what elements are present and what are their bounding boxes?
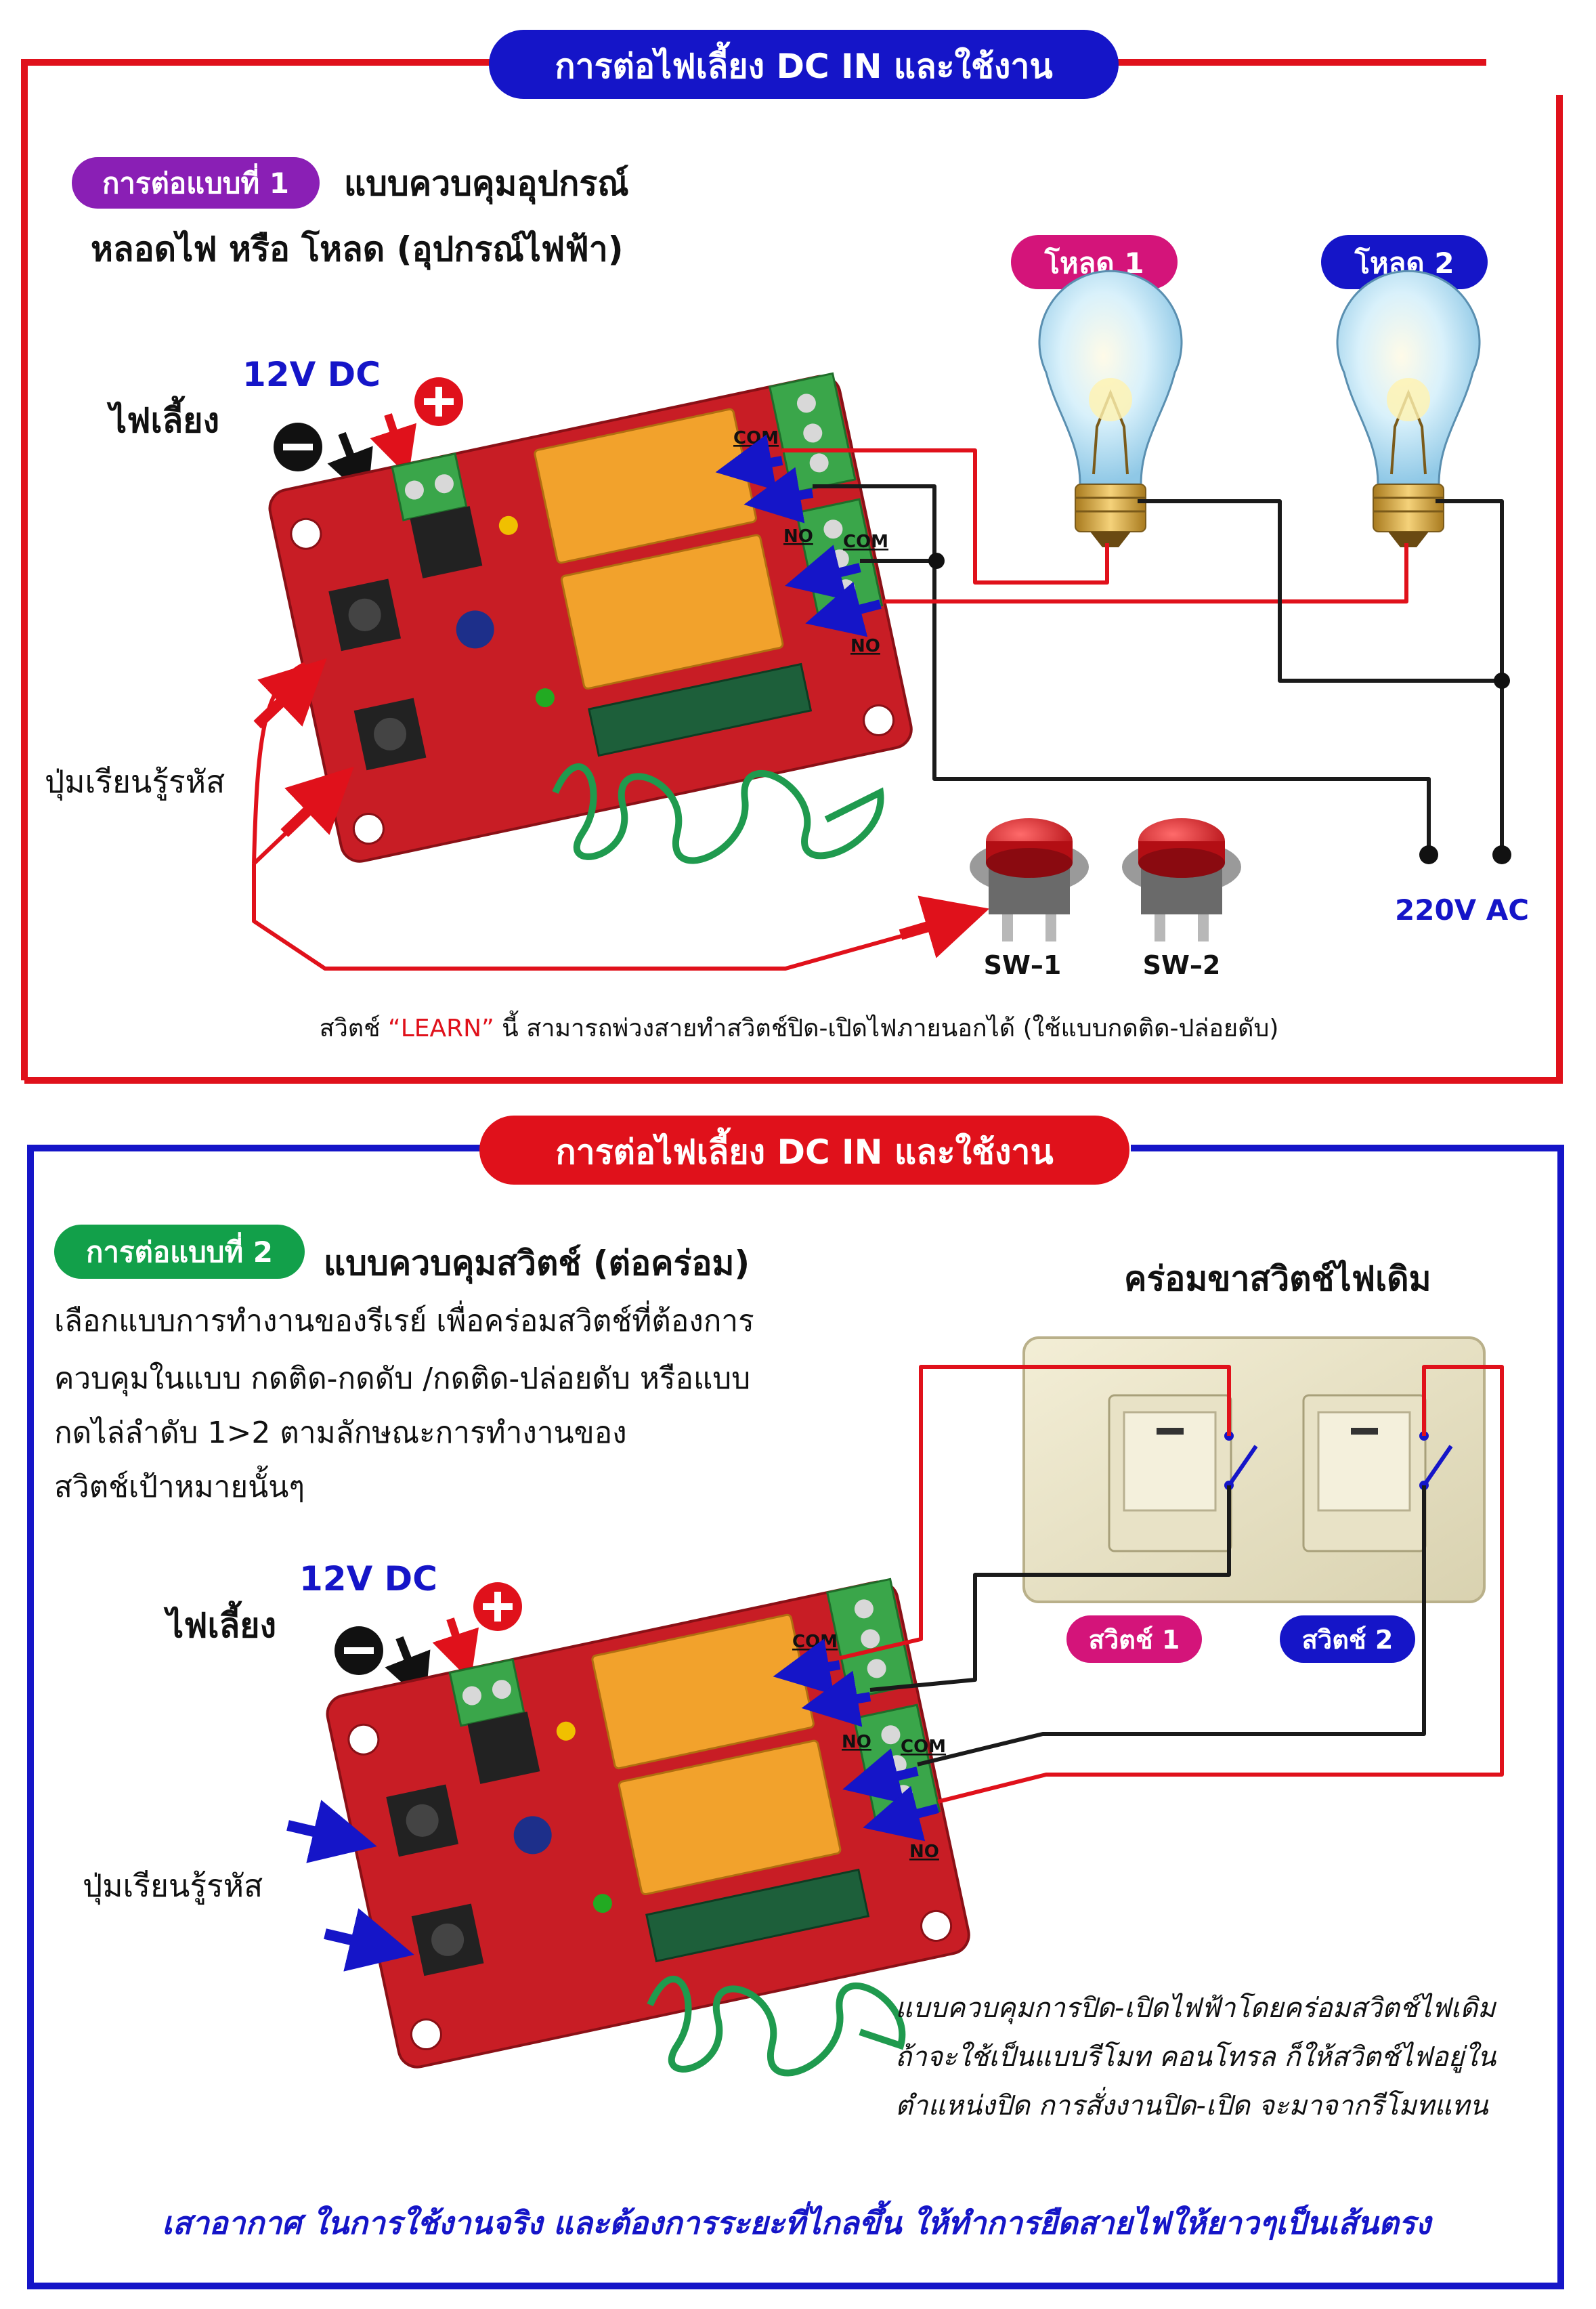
learn-arrow-icon <box>899 895 990 958</box>
minus-terminal-icon-2 <box>335 1626 383 1675</box>
learn-arrow-icon-2 <box>324 1908 414 1972</box>
supply-voltage-label: 12V DC <box>242 355 381 394</box>
method-1-title: แบบควบคุมอุปกรณ์ <box>344 164 629 205</box>
existing-switch-title: คร่อมขาสวิตช์ไฟเดิม <box>1124 1259 1431 1298</box>
relay-1-no-label: NO <box>783 526 813 547</box>
load-2-pill <box>1321 235 1488 289</box>
light-bulb-1-icon <box>1038 270 1183 547</box>
negative-arrow-icon <box>327 431 373 501</box>
bypass-note-line-1: แบบควบคุมการปิด-เปิดไฟฟ้าโดยคร่อมสวิตช์ไ… <box>895 1992 1497 2025</box>
power-supply-label-2: ไฟเลี้ยง <box>163 1601 276 1645</box>
bypass-note-line-3: ตำแหน่งปิด การสั่งงานปิด-เปิด จะมาจากรีโ… <box>895 2086 1489 2121</box>
relay-2-no-label: NO <box>850 636 880 656</box>
method-2-desc-line-2: ควบคุมในแบบ กดติด-กดดับ /กดติด-ปล่อยดับ … <box>54 1361 750 1397</box>
learn-arrow-icon-2 <box>286 1800 377 1863</box>
terminal-arrow-icon <box>743 467 814 524</box>
power-supply-label: ไฟเลี้ยง <box>106 396 219 440</box>
plus-terminal-icon <box>414 377 463 426</box>
sw1-label: SW–1 <box>984 950 1062 980</box>
section-1-header-pill <box>489 30 1119 99</box>
relay-2-com-label: COM <box>843 532 888 552</box>
switch-1-label: สวิตช์ 1 <box>1089 1625 1180 1655</box>
method-2-pill <box>54 1225 305 1279</box>
switch-2-pill <box>1280 1615 1415 1663</box>
terminal-arrow-icon <box>801 1670 871 1727</box>
learn-button-label-2: ปุ่มเรียนรู้รหัส <box>83 1867 263 1905</box>
method-1-pill-label: การต่อแบบที่ 1 <box>102 163 289 200</box>
antenna-footer-note: เสาอากาศ ในการใช้งานจริง และต้องการระยะท… <box>162 2200 1433 2241</box>
method-2-pill-label: การต่อแบบที่ 2 <box>86 1232 273 1269</box>
terminal-arrow-icon <box>715 434 783 491</box>
positive-arrow-icon-2 <box>432 1617 479 1682</box>
wiring-2 <box>839 1365 1504 1804</box>
method-2-title: แบบควบคุมสวิตช์ (ต่อคร่อม) <box>324 1244 750 1284</box>
section-2: การต่อไฟเลี้ยง DC IN และใช้งาน การต่อแบบ… <box>27 1116 1564 2289</box>
positive-arrow-icon <box>370 413 417 478</box>
plus-terminal-icon-2 <box>473 1582 522 1631</box>
switch-1-pill <box>1066 1615 1202 1663</box>
method-1-pill <box>72 157 320 209</box>
section-2-header: การต่อไฟเลี้ยง DC IN และใช้งาน <box>555 1127 1053 1172</box>
method-1-subtitle: หลอดไฟ หรือ โหลด (อุปกรณ์ไฟฟ้า) <box>91 229 624 270</box>
bypass-note-line-2: ถ้าจะใช้เป็นแบบรีโมท คอนโทรล ก็ให้สวิตช์… <box>895 2041 1497 2073</box>
terminal-arrow-icon <box>773 1638 841 1695</box>
method-2-desc-line-4: สวิตช์เป้าหมายนั้นๆ <box>54 1465 305 1504</box>
relay-1-com-label: COM <box>733 428 779 448</box>
negative-arrow-icon-2 <box>385 1636 431 1704</box>
relay-2-com-label-2: COM <box>901 1737 946 1757</box>
relay-board-2 <box>326 1577 970 2069</box>
sw2-label: SW–2 <box>1143 950 1221 980</box>
terminal-arrow-icon <box>863 1785 939 1842</box>
section-2-header-pill <box>479 1116 1129 1185</box>
wiring-1 <box>782 448 1511 864</box>
method-2-desc-line-3: กดไล่ลำดับ 1>2 ตามลักษณะการทำงานของ <box>54 1416 627 1450</box>
supply-voltage-label-2: 12V DC <box>299 1559 437 1598</box>
learn-arrow-icon <box>253 658 327 729</box>
push-button-sw1-icon <box>970 818 1089 941</box>
terminal-arrow-icon <box>805 581 882 637</box>
relay-1-no-label-2: NO <box>842 1732 871 1752</box>
terminal-arrow-icon <box>785 545 861 600</box>
section-1-frame <box>21 59 1563 1084</box>
antenna-2-icon <box>647 1976 906 2077</box>
section-2-frame <box>27 1145 1564 2289</box>
learn-button-label-1: ปุ่มเรียนรู้รหัส <box>45 763 225 801</box>
section-1: การต่อไฟเลี้ยง DC IN และใช้งาน การต่อแบบ… <box>21 30 1563 1084</box>
push-button-sw2-icon <box>1122 818 1241 941</box>
method-2-desc-line-1: เลือกแบบการทำงานของรีเรย์ เพื่อคร่อมสวิต… <box>54 1300 754 1338</box>
antenna-1-icon <box>552 763 884 864</box>
learn-switch-note: สวิตช์ “LEARN” นี้ สามารถพ่วงสายทำสวิตช์… <box>320 1010 1279 1042</box>
terminal-arrow-icon <box>842 1748 919 1804</box>
relay-2-no-label-2: NO <box>909 1842 939 1862</box>
learn-arrow-icon <box>280 766 354 837</box>
wall-switch-plate <box>1022 1336 1486 1603</box>
section-1-header: การต่อไฟเลี้ยง DC IN และใช้งาน <box>555 41 1052 86</box>
minus-terminal-icon <box>274 423 322 471</box>
ac-voltage-label: 220V AC <box>1395 893 1529 927</box>
relay-1-com-label-2: COM <box>792 1632 838 1652</box>
light-bulb-2-icon <box>1336 270 1481 547</box>
switch-2-label: สวิตช์ 2 <box>1302 1625 1394 1655</box>
